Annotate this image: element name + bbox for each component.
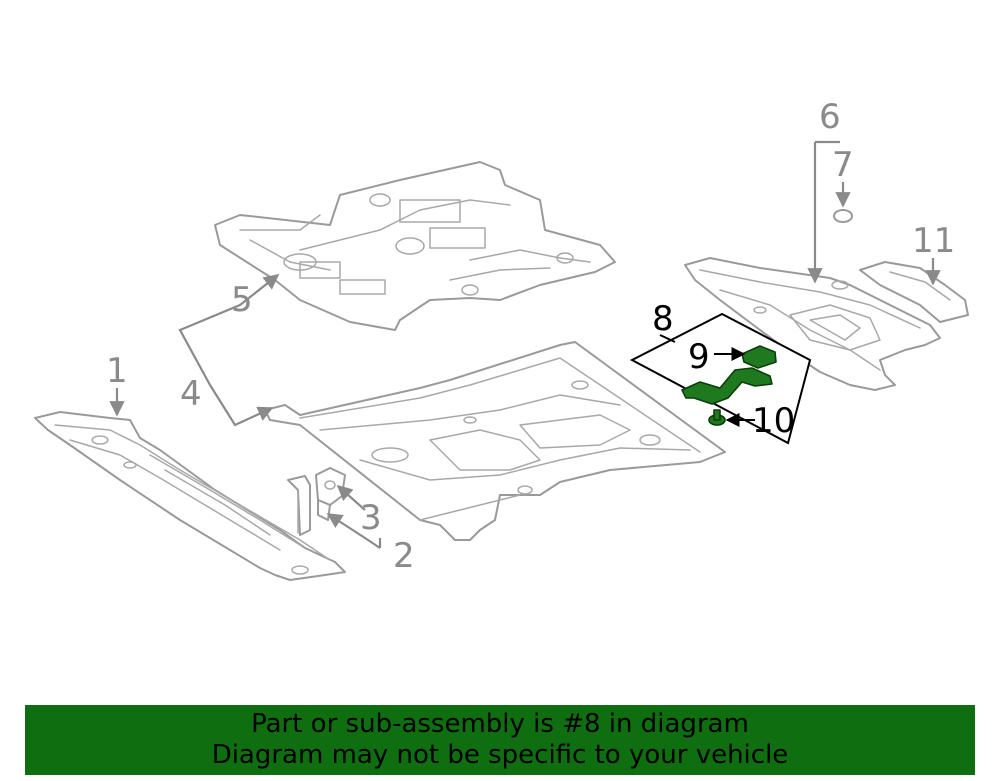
part-9-clip	[741, 345, 777, 369]
callout-1: 1	[106, 351, 128, 391]
callout-2: 2	[393, 536, 415, 576]
leader-lines-highlight	[659, 334, 755, 427]
callout-3: 3	[360, 498, 382, 538]
part-11-plate	[859, 261, 969, 323]
callout-8: 8	[652, 299, 674, 339]
callout-7: 7	[832, 145, 854, 185]
part-4-main-shield	[264, 341, 726, 541]
part-8-bracket	[681, 367, 773, 405]
callout-10: 10	[752, 401, 795, 441]
info-banner: Part or sub-assembly is #8 in diagram Di…	[25, 705, 975, 775]
callout-4: 4	[180, 374, 202, 414]
callout-5: 5	[231, 280, 253, 320]
callout-11: 11	[912, 221, 955, 261]
part-1-front-shield	[34, 411, 346, 581]
part-3-bracket	[315, 467, 346, 521]
banner-line-1: Part or sub-assembly is #8 in diagram	[251, 709, 749, 739]
part-10-bolt	[708, 409, 726, 426]
leader-lines	[109, 140, 941, 549]
part-8-assembly-box	[629, 312, 812, 445]
callout-9: 9	[688, 337, 710, 377]
part-2-bracket	[287, 475, 311, 536]
callout-6: 6	[819, 97, 841, 137]
banner-line-2: Diagram may not be specific to your vehi…	[211, 740, 789, 770]
part-5-upper-shield	[214, 161, 616, 331]
part-7-nut	[833, 209, 853, 223]
